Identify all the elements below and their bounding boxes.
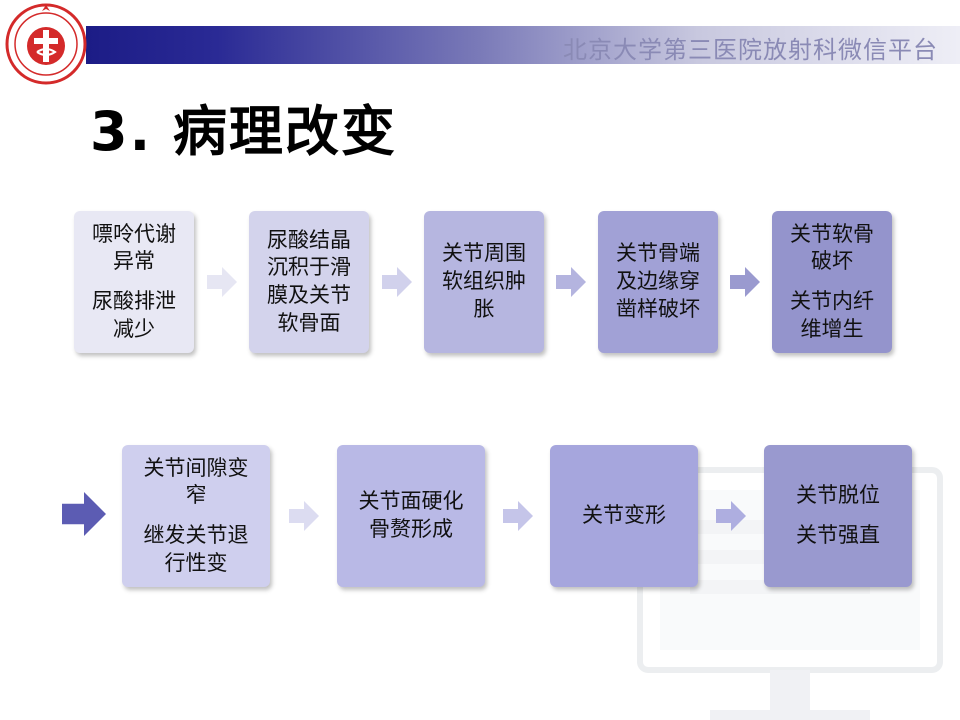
flow-node: 关节面硬化骨赘形成 — [337, 445, 485, 587]
slide-title: 3. 病理改变 — [90, 100, 397, 163]
flow-arrow-icon — [502, 501, 533, 531]
arrow-shape — [62, 492, 106, 536]
node-text-line: 尿酸结晶 — [267, 227, 351, 252]
node-text-line: 减少 — [113, 316, 155, 341]
node-text-line: 关节强直 — [796, 523, 880, 547]
flow-arrow-icon — [206, 267, 237, 297]
node-text-line: 窄 — [185, 483, 207, 508]
arrow-shape — [381, 267, 412, 297]
flow-arrow-icon — [381, 267, 412, 297]
node-text-line: 尿酸排泄 — [92, 289, 176, 313]
node-text-line: 关节面硬化 — [358, 489, 464, 514]
node-text-line: 关节脱位 — [796, 483, 880, 508]
node-text-line: 关节变形 — [582, 503, 666, 528]
node-text-line: 膜及关节 — [267, 283, 351, 307]
flow-node: 关节周围软组织肿胀 — [424, 211, 544, 353]
flow-node: 关节软骨破坏关节内纤维增生 — [772, 211, 892, 353]
flow-node: 嘌呤代谢异常尿酸排泄减少 — [74, 211, 194, 353]
node-text-line: 关节软骨 — [790, 221, 874, 246]
arrow-shape — [288, 501, 319, 531]
node-text-line: 关节内纤 — [790, 289, 874, 313]
header-title: 北京大学第三医院放射科微信平台 — [563, 36, 938, 64]
node-text-line: 凿样破坏 — [616, 296, 700, 321]
flow-arrow-icon — [730, 267, 760, 297]
node-text-line: 嘌呤代谢 — [92, 221, 176, 246]
arrow-shape — [716, 501, 746, 531]
flow-node: 关节脱位关节强直 — [764, 445, 912, 587]
node-text-line: 继发关节退 — [143, 523, 249, 547]
node-text-line: 关节骨端 — [616, 241, 700, 266]
node-text-line: 及边缘穿 — [616, 269, 700, 294]
node-text-line: 关节间隙变 — [143, 455, 249, 480]
flow-arrow-icon — [288, 501, 319, 531]
node-text-line: 关节周围 — [442, 241, 526, 266]
node-text-line: 破坏 — [811, 249, 853, 274]
flow-node: 关节变形 — [550, 445, 698, 587]
flow-arrow-icon — [716, 501, 746, 531]
arrow-shape — [730, 267, 760, 297]
header-bar: 北京大学第三医院放射科微信平台 — [86, 26, 960, 64]
node-text-line: 维增生 — [800, 316, 864, 341]
hospital-logo — [5, 3, 87, 85]
node-text-line: 软组织肿 — [442, 269, 526, 294]
flow-node: 尿酸结晶沉积于滑膜及关节软骨面 — [249, 211, 369, 353]
node-text-line: 行性变 — [164, 550, 228, 575]
node-text-line: 胀 — [473, 296, 495, 321]
flow-arrow-icon — [556, 267, 586, 297]
node-text-line: 软骨面 — [277, 310, 341, 335]
node-text-line: 沉积于滑 — [267, 255, 351, 280]
node-text-line: 异常 — [113, 249, 155, 274]
flow-node: 关节间隙变窄继发关节退行性变 — [122, 445, 270, 587]
flow-arrow-icon — [62, 492, 106, 536]
arrow-shape — [556, 267, 586, 297]
flow-node: 关节骨端及边缘穿凿样破坏 — [598, 211, 718, 353]
node-text-line: 骨赘形成 — [369, 517, 453, 541]
arrow-shape — [502, 501, 533, 531]
arrow-shape — [206, 267, 237, 297]
